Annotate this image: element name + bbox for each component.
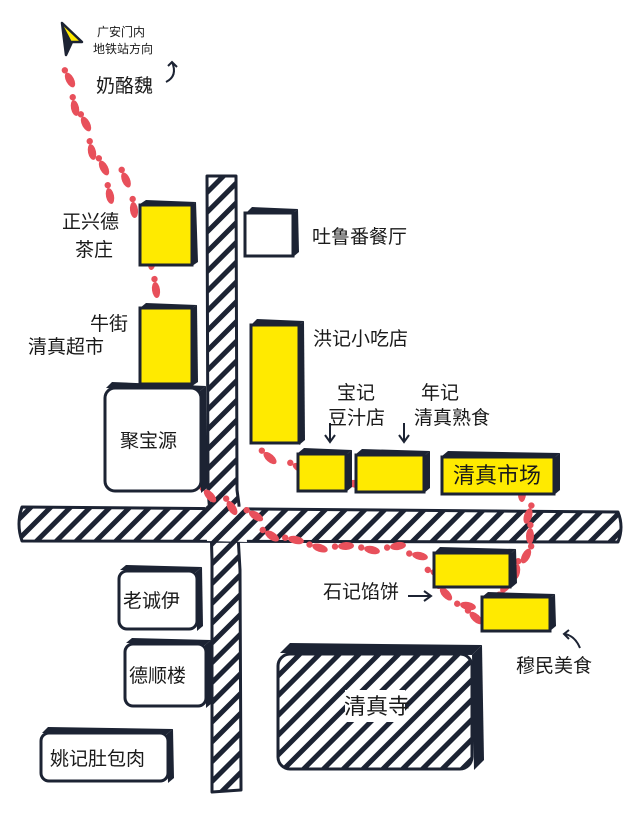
building-tulufan [243, 207, 299, 258]
roads [17, 174, 623, 794]
label-mosque: 清真寺 [344, 695, 410, 720]
building-jubaoyuan [103, 382, 207, 493]
footprint-mark [85, 137, 98, 161]
intersection [205, 505, 247, 542]
footprint-mark [150, 275, 162, 299]
label-hongji: 洪记小吃店 [313, 328, 408, 350]
label-laochengyi: 老诚伊 [123, 590, 180, 612]
footprint-mark [116, 165, 133, 189]
label-yaoji: 姚记肚包肉 [50, 748, 145, 770]
pointer-arrow-muming [562, 629, 581, 649]
north-arrow-icon [60, 21, 84, 57]
footprint-mark [103, 181, 116, 205]
pointer-arrow-baoji [324, 423, 336, 444]
label-shiji: 石记馅饼 [323, 581, 399, 603]
footprint-mark [59, 65, 78, 89]
pointer-arrow-nianji [398, 423, 410, 444]
building-shiji [432, 547, 517, 589]
label-zhengxingde-2: 茶庄 [75, 239, 113, 261]
building-market [440, 451, 560, 496]
label-deshunlou: 德顺楼 [129, 665, 186, 687]
footprint-mark [405, 548, 429, 562]
building-nianji [354, 449, 430, 494]
building-baoji [296, 448, 352, 493]
label-niujie-2: 清真超市 [28, 336, 104, 358]
label-nianji-2: 清真熟食 [414, 407, 490, 429]
footprint-mark [128, 195, 139, 219]
label-jubaoyuan: 聚宝源 [120, 430, 177, 452]
building-deshunlou [123, 638, 212, 708]
pointer-arrow-shiji [408, 590, 433, 602]
building-niujie-supermarket [138, 303, 198, 386]
building-zhengxingde [138, 200, 198, 267]
label-muming: 穆民美食 [516, 655, 592, 677]
labels: 奶酪魏 正兴德 茶庄 吐鲁番餐厅 牛街 清真超市 洪记小吃店 聚宝源 宝记 豆汁… [28, 75, 592, 770]
building-muming [480, 592, 556, 633]
label-baoji-1: 宝记 [337, 382, 375, 404]
building-mosque [276, 643, 484, 771]
label-nailao: 奶酪魏 [96, 75, 153, 97]
buildings [39, 200, 560, 783]
building-laochengyi [117, 565, 203, 631]
building-hongji [249, 319, 305, 445]
horizontal-road [17, 505, 623, 544]
footprint-mark [75, 109, 94, 133]
direction-label-line2: 地铁站方向 [93, 41, 153, 56]
footprint-mark [256, 445, 279, 467]
footprint-mark [518, 541, 537, 565]
building-yaoji [39, 727, 174, 783]
label-baoji-2: 豆汁店 [328, 407, 385, 429]
label-tulufan: 吐鲁番餐厅 [312, 226, 407, 248]
label-niujie-1: 牛街 [90, 313, 128, 335]
label-nianji-1: 年记 [421, 382, 459, 404]
vertical-road [205, 174, 243, 794]
label-market: 清真市场 [453, 464, 541, 489]
pointer-arrow-nailao [165, 60, 178, 83]
direction-label-line1: 广安门内 [97, 24, 145, 39]
footprint-mark [93, 153, 112, 177]
footprint-mark [357, 542, 381, 556]
label-zhengxingde-1: 正兴德 [62, 211, 119, 233]
